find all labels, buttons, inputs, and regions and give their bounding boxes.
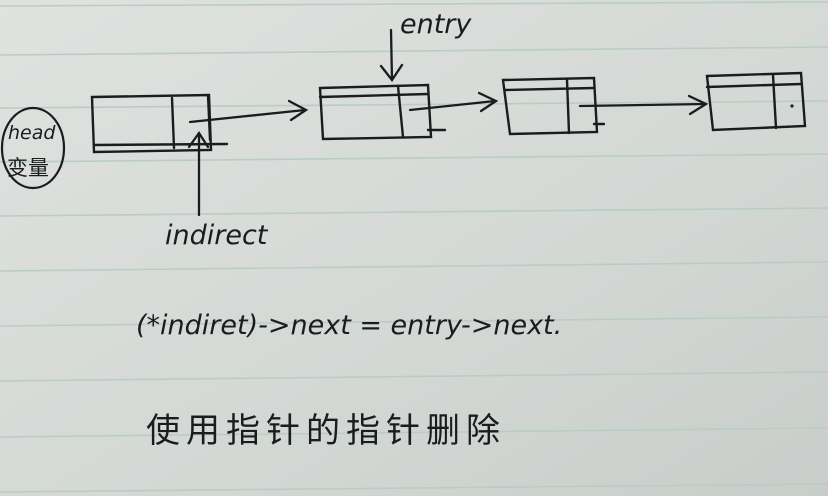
code-line: (*indiret)->next = entry->next.: [136, 310, 562, 341]
caption: 使用指针的指针删除: [146, 411, 506, 451]
third-node: [501, 76, 606, 136]
head-label-chinese: 变量: [7, 156, 49, 180]
arrow-third-to-last: [578, 94, 709, 116]
last-node: [705, 71, 807, 132]
indirect-pointer: indirect: [165, 130, 269, 251]
head-label: head: [8, 122, 56, 144]
entry-node: [318, 83, 447, 141]
head-circle: [0, 106, 66, 190]
arrow-entry-to-next: [408, 91, 499, 113]
arrow-head-to-entry: [188, 99, 309, 124]
entry-pointer: entry: [379, 9, 472, 82]
head-variable: head 变量: [0, 106, 66, 190]
entry-label: entry: [400, 9, 472, 40]
indirect-label: indirect: [165, 220, 269, 251]
